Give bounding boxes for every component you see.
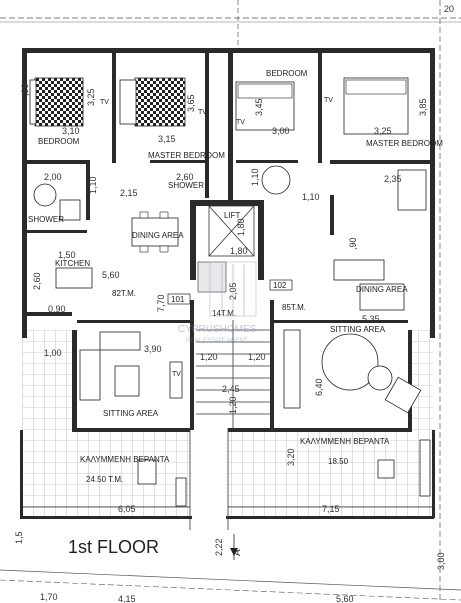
apartment-info: 101 82T.M. 102 85T.M. 14T.M. <box>112 279 306 318</box>
label-bedroom-left: BEDROOM <box>38 137 80 146</box>
label-sitting-left: SITTING AREA <box>103 409 159 418</box>
svg-text:3,20: 3,20 <box>286 448 296 466</box>
svg-text:2,15: 2,15 <box>120 188 138 198</box>
terrace-right-tiles <box>412 330 433 430</box>
svg-text:3,25: 3,25 <box>374 126 392 136</box>
label-shower-left: SHOWER <box>168 181 204 190</box>
svg-text:2,22: 2,22 <box>214 538 224 556</box>
svg-text:1,20: 1,20 <box>200 352 218 362</box>
apt-left-number: 101 <box>171 295 185 304</box>
room-labels: BEDROOM MASTER BEDROOM SHOWER SHOWER DIN… <box>28 69 443 484</box>
svg-text:3,15: 3,15 <box>158 134 176 144</box>
svg-text:2,35: 2,35 <box>384 174 402 184</box>
svg-text:6,40: 6,40 <box>314 378 324 396</box>
svg-text:2,05: 2,05 <box>228 282 238 300</box>
label-sitting-right: SITTING AREA <box>330 325 386 334</box>
label-veranda-left-area: 24.50 T.M. <box>86 475 123 484</box>
label-lift: LIFT <box>224 211 241 220</box>
svg-text:1,50: 1,50 <box>58 250 76 260</box>
svg-text:,90: ,90 <box>20 83 30 96</box>
interior-walls <box>27 53 430 430</box>
label-shower-small: SHOWER <box>28 215 64 224</box>
label-veranda-right-area: 18.50 <box>328 457 349 466</box>
dimension-lines <box>22 428 434 530</box>
svg-text:5,60: 5,60 <box>102 270 120 280</box>
svg-text:REAL ESTATE AGENT: REAL ESTATE AGENT <box>186 338 248 344</box>
tv-labels: TV TV TV TV TV <box>100 97 333 378</box>
apt-right-area: 85T.M. <box>282 303 306 312</box>
label-veranda-left: ΚΑΛΥΜΜΕΝΗ ΒΕΡΑΝΤΑ <box>80 455 170 464</box>
svg-text:2,45: 2,45 <box>222 384 240 394</box>
svg-text:1,20: 1,20 <box>228 396 238 414</box>
label-dining-right: DINING AREA <box>356 285 408 294</box>
svg-text:1,10: 1,10 <box>302 192 320 202</box>
svg-text:TV: TV <box>236 119 245 126</box>
svg-text:1,00: 1,00 <box>44 348 62 358</box>
svg-text:1,80: 1,80 <box>230 246 248 256</box>
veranda-left-tiles <box>22 430 190 518</box>
watermark-logo: CYPRUSHOMES REAL ESTATE AGENT <box>178 261 257 344</box>
svg-text:3,10: 3,10 <box>62 126 80 136</box>
svg-text:2,00: 2,00 <box>44 172 62 182</box>
furniture-left <box>29 77 187 507</box>
svg-text:5,35: 5,35 <box>362 314 380 324</box>
svg-text:TV: TV <box>100 99 109 106</box>
svg-text:20: 20 <box>444 4 454 14</box>
svg-text:6,05: 6,05 <box>118 504 136 514</box>
section-marker: A <box>230 534 243 560</box>
floor-title: 1st FLOOR <box>68 537 159 557</box>
core <box>196 205 270 428</box>
dimension-labels: 3,25 3,10 3,65 3,15 2,00 2,60 1,10 2,15 … <box>14 4 454 603</box>
svg-text:3,25: 3,25 <box>86 88 96 106</box>
label-kitchen-left: KITCHEN <box>55 259 90 268</box>
svg-text:1,70: 1,70 <box>40 592 58 602</box>
svg-text:3,85: 3,85 <box>418 98 428 116</box>
svg-text:3,00: 3,00 <box>272 126 290 136</box>
label-master-bedroom-left: MASTER BEDROOM <box>148 151 225 160</box>
svg-text:CYPRUSHOMES: CYPRUSHOMES <box>178 324 257 335</box>
label-veranda-right: ΚΑΛΥΜΜΕΝΗ ΒΕΡΑΝΤΑ <box>300 437 390 446</box>
furniture-right <box>235 77 431 497</box>
label-master-bedroom-right: MASTER BEDROOM <box>366 139 443 148</box>
svg-text:3,90: 3,90 <box>144 344 162 354</box>
svg-text:A: A <box>232 549 243 556</box>
svg-text:2,60: 2,60 <box>176 172 194 182</box>
apt-right-number: 102 <box>273 281 287 290</box>
svg-text:3,65: 3,65 <box>186 94 196 112</box>
svg-text:2,60: 2,60 <box>32 272 42 290</box>
svg-text:4,15: 4,15 <box>118 594 136 603</box>
svg-text:3,00: 3,00 <box>436 552 446 570</box>
svg-text:TV: TV <box>172 371 181 378</box>
svg-text:3,45: 3,45 <box>254 98 264 116</box>
svg-text:1,10: 1,10 <box>88 176 98 194</box>
svg-text:TV: TV <box>198 109 207 116</box>
exterior-walls <box>20 48 435 519</box>
svg-text:0,90: 0,90 <box>48 304 66 314</box>
svg-text:TV: TV <box>324 97 333 104</box>
svg-text:1,10: 1,10 <box>250 168 260 186</box>
core-area: 14T.M. <box>212 309 236 318</box>
terrace-left-tiles <box>22 330 72 430</box>
svg-text:1,80: 1,80 <box>236 218 246 236</box>
svg-text:5,60: 5,60 <box>336 594 354 603</box>
veranda-right-tiles <box>228 430 433 518</box>
label-bedroom-right: BEDROOM <box>266 69 308 78</box>
svg-text:1,5: 1,5 <box>14 531 24 544</box>
svg-text:7,15: 7,15 <box>322 504 340 514</box>
svg-text:1,20: 1,20 <box>248 352 266 362</box>
svg-text:,90: ,90 <box>348 237 358 250</box>
label-dining-left: DINING AREA <box>132 231 184 240</box>
apt-left-area: 82T.M. <box>112 289 136 298</box>
svg-text:7,70: 7,70 <box>156 294 166 312</box>
